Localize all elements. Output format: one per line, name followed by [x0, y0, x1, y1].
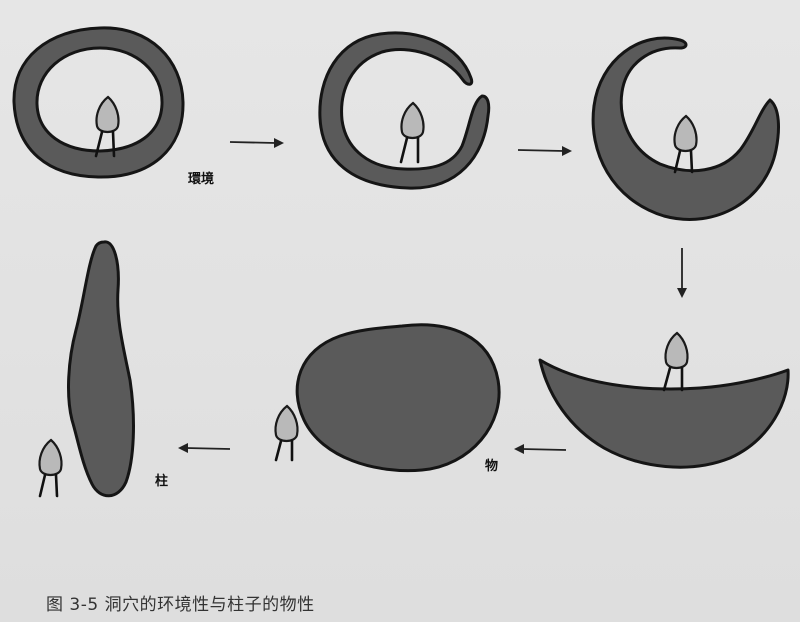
- arrow-left-2: [178, 443, 231, 453]
- label-environment: 環境: [188, 171, 214, 187]
- person-figure-6: [38, 438, 63, 498]
- stage6-pillar: [67, 240, 135, 498]
- stage1-closed-ring: [12, 26, 185, 179]
- arrow-right-1: [229, 138, 284, 148]
- stage3-crescent: [591, 36, 780, 221]
- person-figure-3: [673, 114, 698, 174]
- stage2-opening-ring: [318, 31, 491, 190]
- arrow-down: [677, 248, 687, 298]
- stage4-bowl: [538, 358, 790, 469]
- arrow-right-2: [517, 146, 572, 156]
- person-figure-4: [662, 331, 689, 392]
- person-figure-2: [399, 101, 425, 164]
- arrow-left-1: [514, 444, 567, 454]
- person-figure-5: [274, 404, 299, 462]
- person-figure-1: [94, 95, 120, 158]
- label-pillar: 柱: [155, 473, 168, 489]
- stage5-solid-lump: [295, 323, 501, 473]
- label-object: 物: [485, 458, 498, 474]
- figure-caption: 图 3-5 洞穴的环境性与柱子的物性: [46, 595, 315, 615]
